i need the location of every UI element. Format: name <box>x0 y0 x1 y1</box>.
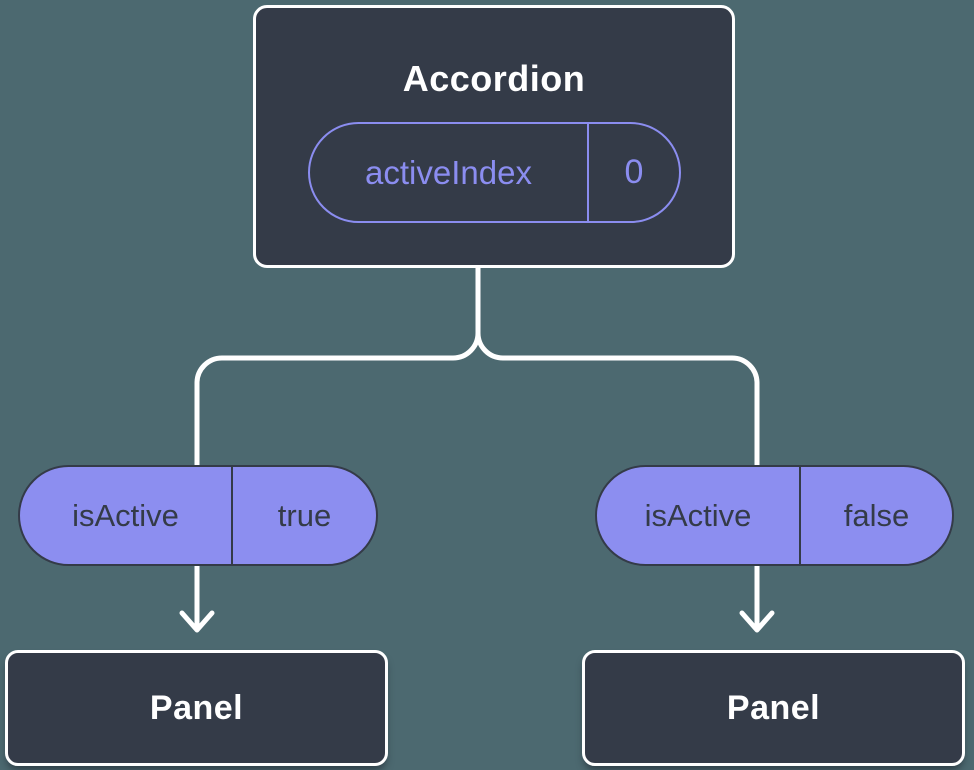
state-value-label: false <box>799 467 952 564</box>
active-index-prop-pill: activeIndex 0 <box>308 122 681 223</box>
accordion-node: Accordion activeIndex 0 <box>253 5 735 268</box>
arrowhead-left-icon <box>179 610 215 633</box>
is-active-true-pill: isActive true <box>18 465 378 566</box>
is-active-false-pill: isActive false <box>595 465 954 566</box>
accordion-node-title: Accordion <box>402 58 586 99</box>
arrowhead-right-icon <box>739 610 775 633</box>
prop-value-label: 0 <box>587 124 679 221</box>
panel-node-right: Panel <box>582 650 965 766</box>
panel-node-title: Panel <box>149 688 244 727</box>
panel-node-left: Panel <box>5 650 388 766</box>
panel-node-title: Panel <box>726 688 821 727</box>
connector-root-to-left-child <box>194 266 481 628</box>
state-name-label: isActive <box>72 497 179 533</box>
state-value-label: true <box>231 467 376 564</box>
prop-name-label: activeIndex <box>365 153 532 191</box>
connector-root-to-right-child <box>475 266 760 628</box>
state-name-label: isActive <box>644 497 752 533</box>
